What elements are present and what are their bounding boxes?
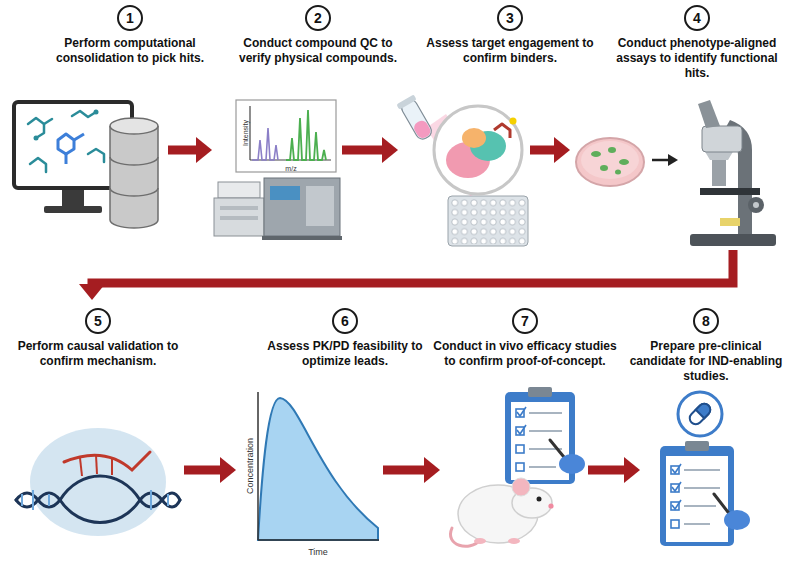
step-label-group: 8Prepare pre-clinical candidate for IND-…	[624, 308, 788, 384]
step-number: 2	[305, 5, 331, 31]
step-frame: 8Prepare pre-clinical candidate for IND-…	[640, 385, 755, 555]
flow-arrow	[79, 250, 733, 300]
axis-label: Time	[308, 547, 328, 558]
arrow-shaft	[383, 466, 425, 475]
axis-label-anchor: m/z	[285, 157, 296, 175]
gene-editing-icon	[16, 428, 180, 536]
step-label-group: 3Assess target engagement to confirm bin…	[420, 5, 600, 66]
arrow-head	[220, 457, 236, 483]
step-number: 8	[693, 308, 719, 334]
axis-label: Intensity	[241, 120, 250, 146]
step-description: Assess target engagement to confirm bind…	[420, 36, 600, 66]
arrow-head	[624, 457, 640, 483]
arrow-head	[554, 137, 570, 163]
step-frame: 3Assess target engagement to confirm bin…	[398, 95, 530, 255]
cell-assay-icon	[576, 100, 776, 246]
step-number: 7	[512, 308, 538, 334]
step-frame: 5Perform causal validation to confirm me…	[12, 300, 184, 558]
flow-arrow	[383, 457, 440, 483]
computer-database-icon	[14, 102, 158, 228]
mass-spectrometer-icon	[214, 100, 342, 240]
arrow-shaft	[342, 146, 383, 155]
step-frame: 2Conduct compound QC to verify physical …	[212, 95, 342, 245]
arrow-head	[196, 137, 212, 163]
step-number: 5	[85, 308, 111, 334]
arrow-shaft	[530, 146, 555, 155]
flow-arrow	[184, 457, 236, 483]
step-description: Conduct phenotype-aligned assays to iden…	[607, 36, 787, 81]
in-vivo-study-icon	[450, 387, 585, 546]
step-frame: 7Conduct in vivo efficacy studies to con…	[440, 380, 588, 558]
axis-label-anchor: Time	[308, 541, 328, 559]
step-label-group: 2Conduct compound QC to verify physical …	[228, 5, 408, 66]
step-description: Perform causal validation to confirm mec…	[14, 339, 182, 369]
arrow-head	[424, 457, 440, 483]
arrow-head	[382, 137, 398, 163]
arrow-shaft	[168, 146, 197, 155]
step-number: 4	[684, 5, 710, 31]
step-frame: 1Perform computational consolidation to …	[8, 95, 168, 245]
flow-arrow	[342, 137, 398, 163]
step-label-group: 4Conduct phenotype-aligned assays to ide…	[607, 5, 787, 81]
step-label-group: 5Perform causal validation to confirm me…	[14, 308, 182, 369]
step-label-group: 6Assess PK/PD feasibility to optimize le…	[265, 308, 425, 369]
arrow-shaft	[588, 466, 625, 475]
pk-curve-chart	[258, 392, 379, 540]
step-number: 1	[117, 5, 143, 31]
target-engagement-icon	[396, 94, 528, 246]
axis-label-anchor: Intensity	[234, 120, 252, 146]
step-description: Conduct compound QC to verify physical c…	[228, 36, 408, 66]
arrow-head	[79, 284, 105, 300]
axis-label: Concentration	[245, 438, 256, 494]
step-number: 3	[497, 5, 523, 31]
step-label-group: 1Perform computational consolidation to …	[40, 5, 220, 66]
arrow-shaft	[184, 466, 221, 475]
step-description: Assess PK/PD feasibility to optimize lea…	[265, 339, 425, 369]
flow-arrow	[530, 137, 570, 163]
step-description: Prepare pre-clinical candidate for IND-e…	[624, 339, 788, 384]
step-frame: 6Assess PK/PD feasibility to optimize le…	[236, 380, 383, 558]
step-number: 6	[332, 308, 358, 334]
step-label-group: 7Conduct in vivo efficacy studies to con…	[428, 308, 622, 369]
flow-arrow	[588, 457, 640, 483]
axis-label-anchor: Concentration	[239, 438, 257, 494]
step-frame: 4Conduct phenotype-aligned assays to ide…	[570, 100, 782, 250]
arrow-shaft	[92, 250, 733, 285]
candidate-dossier-icon	[660, 392, 750, 546]
step-description: Conduct in vivo efficacy studies to conf…	[428, 339, 622, 369]
axis-label: m/z	[285, 164, 296, 173]
flow-arrow	[168, 137, 212, 163]
step-description: Perform computational consolidation to p…	[40, 36, 220, 66]
